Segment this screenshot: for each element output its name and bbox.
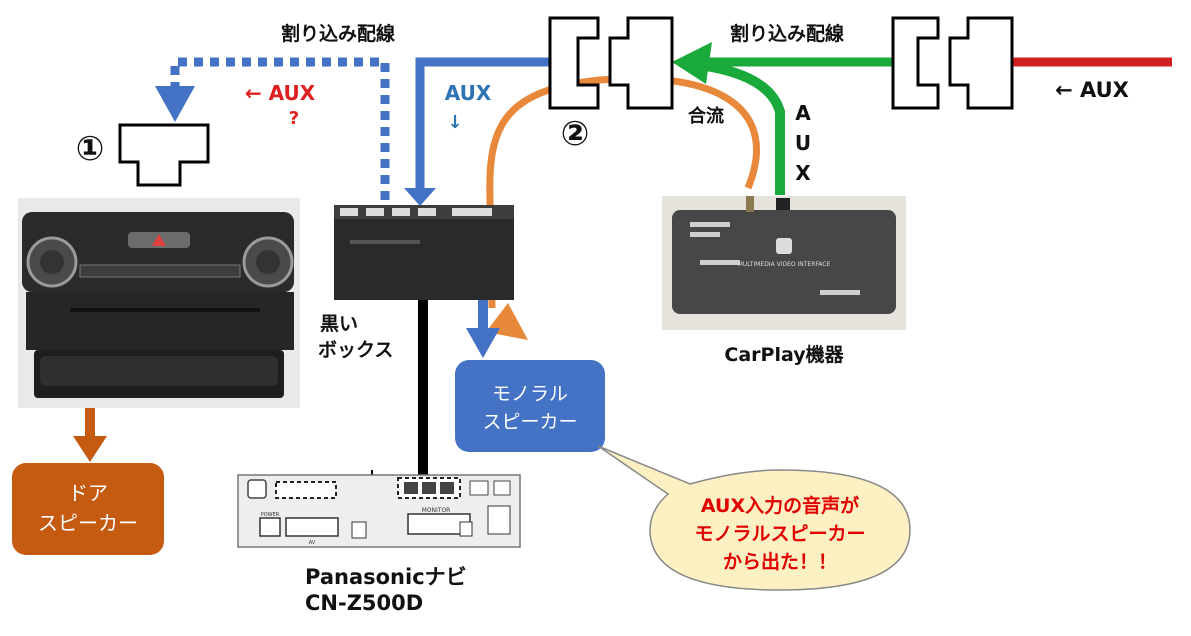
aux-far-right-label: ← AUX — [1055, 78, 1129, 102]
aux-red-label: ← AUX — [245, 81, 316, 105]
navi-label-line1: Panasonicナビ — [305, 565, 467, 589]
navi-monitor-label: MONITOR — [422, 507, 451, 514]
blue-arrow-to-1 — [155, 86, 195, 122]
bubble-text-line2: モノラルスピーカー — [694, 523, 865, 545]
car-audio-panel — [18, 198, 300, 408]
blue-arrow-to-speaker — [466, 328, 500, 358]
mono-speaker-label-line2: スピーカー — [482, 411, 577, 433]
navi-av-label: AV — [309, 540, 316, 546]
aux-vertical-u: U — [795, 131, 811, 155]
blue-arrow-to-box — [404, 188, 436, 206]
carplay-label: CarPlay機器 — [724, 343, 844, 366]
black-box-device — [334, 205, 514, 300]
mono-speaker-label-line1: モノラル — [492, 383, 568, 405]
blue-aux-line — [415, 57, 552, 190]
blue-dotted-line — [170, 57, 390, 200]
green-merge-arrow — [699, 60, 785, 114]
marker-2: ② — [561, 114, 590, 154]
bubble-text-line3: から出た！！ — [723, 550, 837, 573]
navi-rear-panel: MONITOR POWER AV — [237, 474, 521, 548]
black-box-label-line1: 黒い — [320, 313, 358, 335]
mono-speaker-box — [455, 360, 605, 452]
door-speaker-arrow-head — [73, 436, 107, 462]
connector-2-right — [608, 16, 674, 110]
wiring-label-left: 割り込み配線 — [281, 22, 395, 45]
orange-audio-curve — [486, 75, 761, 309]
green-arrow-head — [672, 42, 712, 84]
door-speaker-label-line1: ドア — [68, 481, 108, 505]
navi-label-line2: CN-Z500D — [305, 591, 423, 615]
connector-2-left — [548, 16, 600, 110]
carplay-device-text: MULTIMEDIA VIDEO INTERFACE — [738, 261, 831, 268]
aux-vertical-a: A — [795, 101, 811, 125]
connector-right-left — [891, 16, 940, 110]
aux-blue-down-arrow: ↓ — [447, 112, 462, 133]
door-speaker-label-line2: スピーカー — [38, 511, 138, 535]
wiring-label-right: 割り込み配線 — [730, 22, 844, 45]
door-speaker-box — [12, 463, 164, 555]
aux-question-mark: ? — [289, 108, 299, 129]
navi-power-label: POWER — [261, 512, 280, 518]
marker-1: ① — [76, 129, 105, 169]
connector-1 — [118, 123, 210, 187]
bubble-text-line1: AUX入力の音声が — [701, 494, 859, 517]
connector-right-right — [948, 16, 1014, 110]
aux-vertical-x: X — [795, 161, 811, 185]
carplay-device: MULTIMEDIA VIDEO INTERFACE — [662, 196, 906, 330]
merge-label: 合流 — [688, 105, 724, 127]
aux-blue-label: AUX — [445, 81, 492, 105]
black-box-label-line2: ボックス — [318, 339, 393, 361]
speech-bubble — [597, 445, 911, 591]
